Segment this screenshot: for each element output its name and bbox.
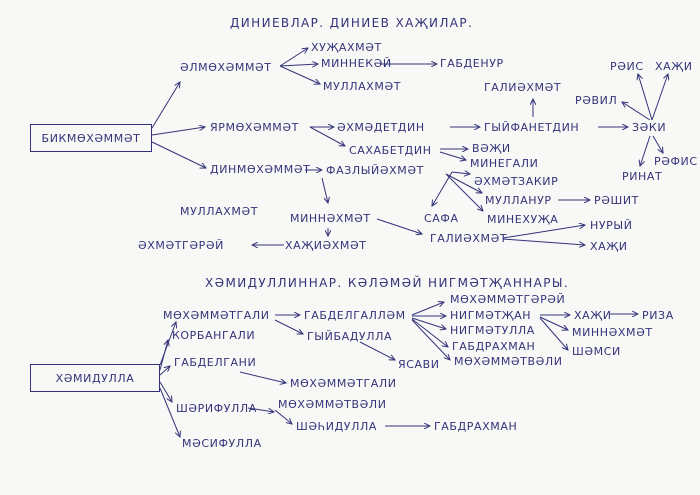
node-hajiahmat: ХАҖИӘХМӘТ: [285, 239, 367, 252]
node-ahmadetdin: ӘХМӘДЕТДИН: [337, 121, 425, 134]
node-riza: РИЗА: [642, 309, 674, 322]
root-box-bikmuhammat: БИКМӨХӘММӘТ: [30, 124, 152, 152]
node-haji-son-of-galiahmat: ХАҖИ: [590, 240, 628, 253]
node-gabdelgani: ГАБДЕЛГАНИ: [174, 356, 257, 369]
node-nuryi: НУРЫЙ: [590, 219, 633, 232]
node-fazlyiahmat: ФАЗЛЫЙӘХМӘТ: [326, 164, 424, 177]
node-gyilfanetdin: ГЫЙФАНЕТДИН: [484, 121, 580, 134]
node-haji-son-of-zaki: ХАҖИ: [655, 60, 693, 73]
root-box-hamidulla: ХӘМИДУЛЛА: [30, 364, 160, 392]
node-mullahmat-son-of-almuhammat: МУЛЛАХМӘТ: [323, 80, 402, 93]
node-gabdelgallam: ГАБДЕЛГАЛЛӘМ: [304, 309, 406, 322]
node-muhammatgali-son-of-hamidulla: МӨХӘММӘТГАЛИ: [163, 309, 270, 322]
node-dinmuhammat: ДИНМӨХӘММӘТ: [210, 163, 311, 176]
node-gabdrahman-son-of-gabdelgallam: ГАБДРАХМАН: [452, 340, 536, 353]
node-gabdenur: ГАБДЕНУР: [440, 57, 504, 70]
tree1-connectors: [151, 48, 668, 245]
node-ahmatzakir: ӘХМӘТЗАКИР: [474, 175, 559, 188]
node-rafis: РӘФИС: [654, 155, 698, 168]
node-masifulla: МӘСИФУЛЛА: [182, 437, 262, 450]
node-muhammatgaray: МӨХӘММӘТГӘРӘЙ: [450, 293, 566, 306]
node-sharifulla: ШӘРИФУЛЛА: [176, 402, 257, 415]
node-muhammatvali-son-of-gabdelgallam: МӨХӘММӘТВӘЛИ: [454, 355, 563, 368]
node-gyilbadulla: ГЫЙБАДУЛЛА: [307, 330, 393, 343]
node-huzhahmat: ХУҖАХМӘТ: [311, 41, 382, 54]
node-minnekay: МИННЕКӘЙ: [321, 57, 392, 70]
node-minehuzha: МИНЕХУҖА: [487, 213, 559, 226]
node-vazhi: ВӘҖИ: [472, 142, 511, 155]
node-nigmatulla: НИГМӘТУЛЛА: [450, 324, 535, 337]
node-ravil: РӘВИЛ: [575, 94, 618, 107]
node-gabdrahman-son-of-shahidulla: ГАБДРАХМАН: [434, 420, 518, 433]
node-almuhammat: ӘЛМӨХӘММӘТ: [180, 61, 272, 74]
node-bikmuhammat: БИКМӨХӘММӘТ: [41, 131, 141, 145]
node-galiahmat-son-of-minnahmat: ГАЛИӘХМӘТ: [430, 232, 508, 245]
node-minnahmat-son-of-nigmatzhan: МИННӘХМӘТ: [572, 326, 653, 339]
node-haji-son-of-nigmatzhan: ХАҖИ: [574, 309, 612, 322]
node-hamidulla: ХӘМИДУЛЛА: [55, 371, 135, 385]
node-sahabetdin: САХАБЕТДИН: [349, 144, 432, 157]
node-ahmatgaray: ӘХМӘТГӘРӘЙ: [138, 239, 224, 252]
node-rinat: РИНАТ: [622, 170, 663, 183]
node-minegali: МИНЕГАЛИ: [470, 157, 539, 170]
node-muhammatvali-son-of-sharifulla: МӨХӘММӘТВӘЛИ: [278, 398, 387, 411]
node-shamsi: ШӘМСИ: [572, 345, 621, 358]
node-nigmatzhan: НИГМӘТҖАН: [450, 309, 532, 322]
title-hamidullin-family: ХӘМИДУЛЛИННАР. КӘЛӘМӘЙ НИГМӘТҖАННАРЫ.: [205, 276, 570, 290]
node-yasavi: ЯСАВИ: [398, 358, 440, 371]
node-korbangali: КОРБАНГАЛИ: [172, 329, 256, 342]
node-rais: РӘИС: [610, 60, 644, 73]
node-shahidulla: ШӘҺИДУЛЛА: [296, 420, 377, 433]
node-yarmuhammat: ЯРМӨХӘММӘТ: [210, 121, 299, 134]
node-minnahmat-son-of-dinmuhammat: МИННӘХМӘТ: [290, 212, 371, 225]
tree2-connectors: [159, 302, 638, 437]
node-mullanur: МУЛЛАНУР: [485, 194, 552, 207]
node-mullahmat-son-of-dinmuhammat: МУЛЛАХМӘТ: [180, 205, 259, 218]
node-safa: САФА: [424, 212, 459, 225]
node-galiahmat-son-of-gyilfanetdin: ГАЛИӘХМӘТ: [484, 81, 562, 94]
title-diniev-family: ДИНИЕВЛАР. ДИНИЕВ ХАҖИЛАР.: [230, 16, 474, 30]
node-muhammatgali-son-of-gabdelgani: МӨХӘММӘТГАЛИ: [290, 377, 397, 390]
node-rashit: РӘШИТ: [594, 194, 640, 207]
node-zaki: ЗӘКИ: [632, 121, 667, 134]
